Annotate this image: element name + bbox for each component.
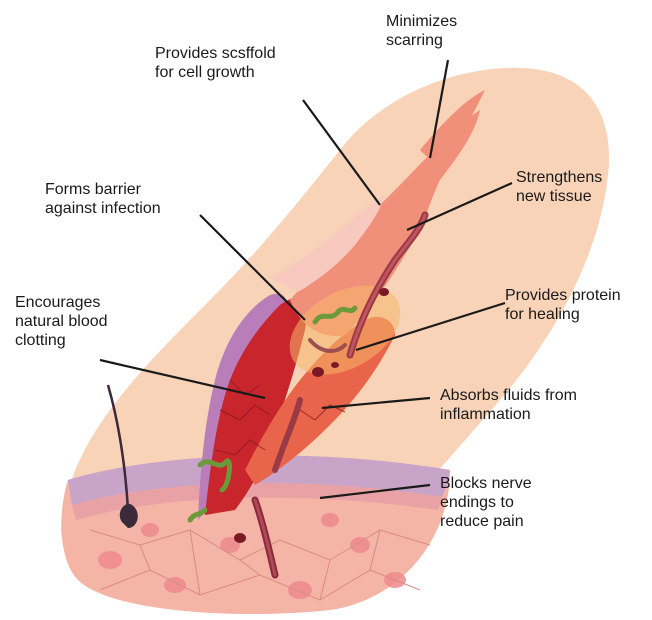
label-strengthens-tissue: Strengthens new tissue xyxy=(516,168,602,206)
label-provides-protein: Provides protein for healing xyxy=(505,286,621,324)
label-line: new tissue xyxy=(516,187,602,206)
label-forms-barrier: Forms barrier against infection xyxy=(45,180,161,218)
label-minimizes-scarring: Minimizes scarring xyxy=(386,12,457,50)
label-line: Provides scsffold xyxy=(155,44,276,63)
label-blood-clotting: Encourages natural blood clotting xyxy=(15,293,108,350)
label-line: for cell growth xyxy=(155,63,276,82)
label-absorbs-fluids: Absorbs fluids from inflammation xyxy=(440,386,577,424)
label-provides-scaffold: Provides scsffold for cell growth xyxy=(155,44,276,82)
label-blocks-nerve: Blocks nerve endings to reduce pain xyxy=(440,474,532,531)
label-line: reduce pain xyxy=(440,512,532,531)
label-line: endings to xyxy=(440,493,532,512)
label-line: scarring xyxy=(386,31,457,50)
label-line: Forms barrier xyxy=(45,180,161,199)
label-line: against infection xyxy=(45,199,161,218)
label-line: Blocks nerve xyxy=(440,474,532,493)
label-line: Minimizes xyxy=(386,12,457,31)
label-line: Strengthens xyxy=(516,168,602,187)
label-line: clotting xyxy=(15,331,108,350)
label-line: Encourages xyxy=(15,293,108,312)
label-line: for healing xyxy=(505,305,621,324)
label-line: Provides protein xyxy=(505,286,621,305)
label-line: inflammation xyxy=(440,405,577,424)
label-line: natural blood xyxy=(15,312,108,331)
label-line: Absorbs fluids from xyxy=(440,386,577,405)
